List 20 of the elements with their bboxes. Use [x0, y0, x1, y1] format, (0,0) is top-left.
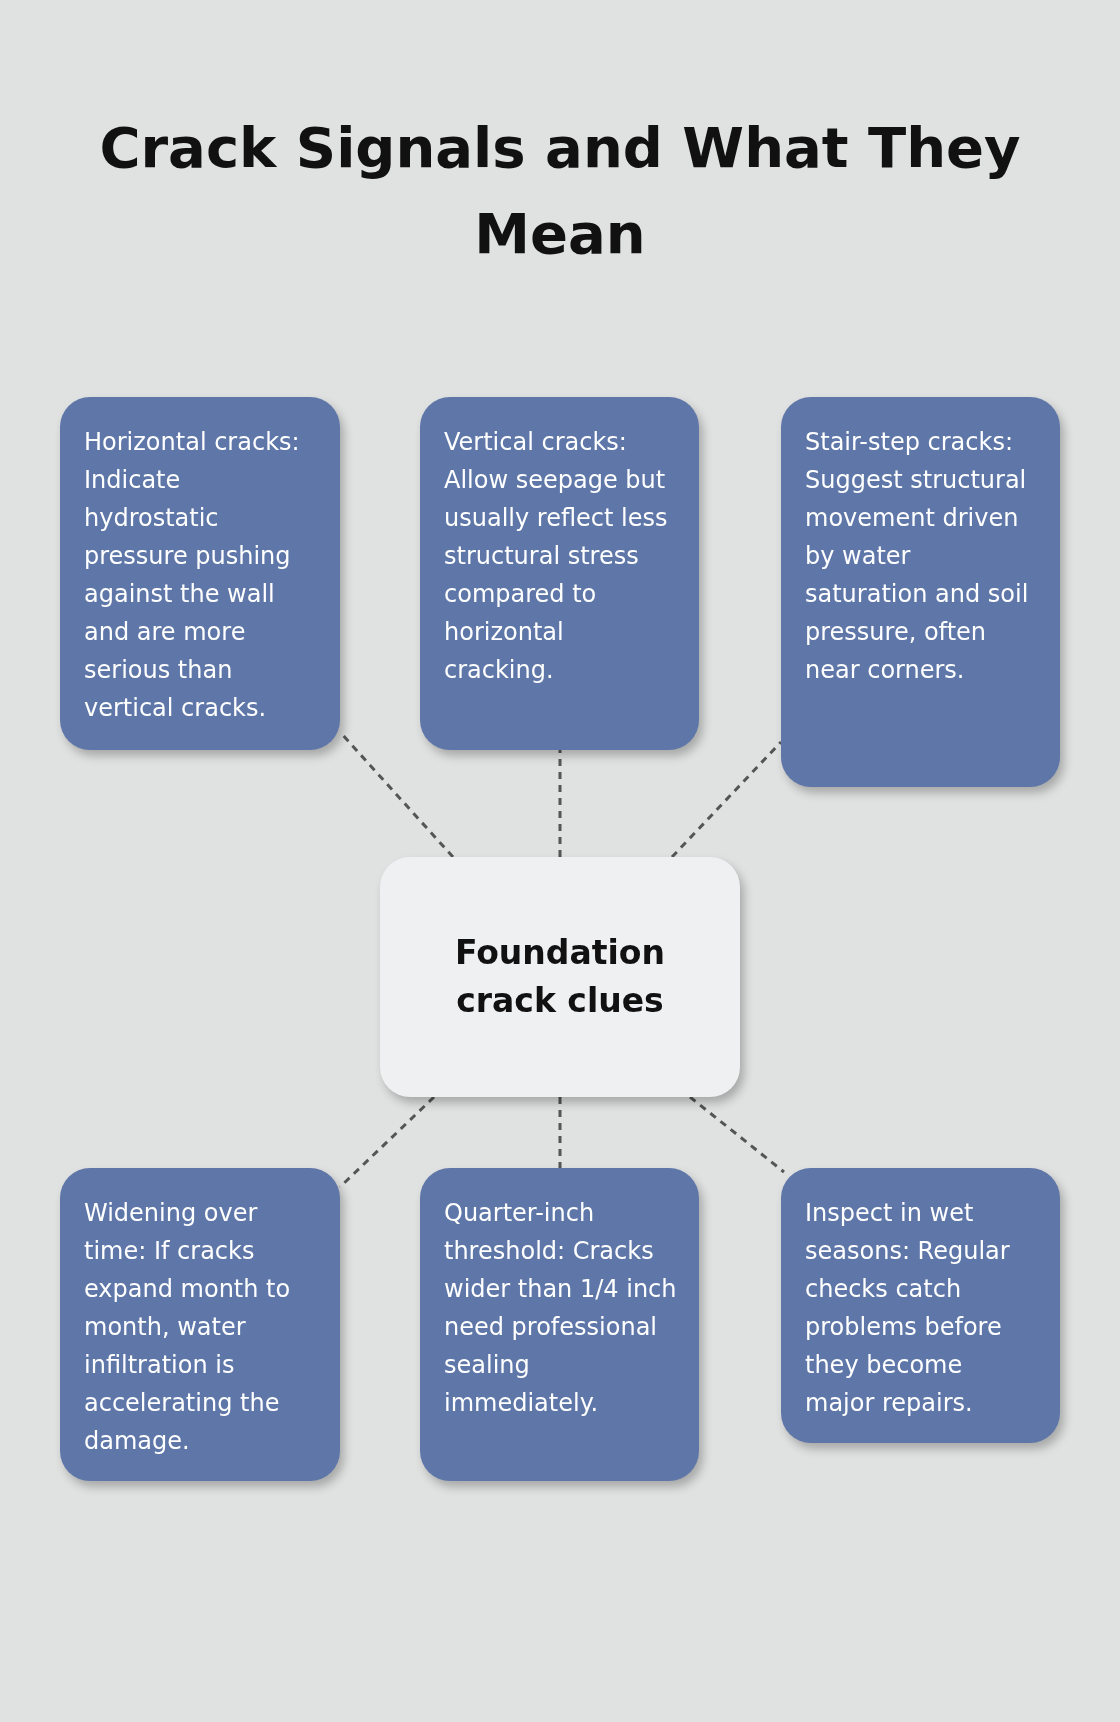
title: Crack Signals and What They Mean [98, 114, 1022, 268]
connector-line [689, 1095, 785, 1174]
box-text: Stair-step cracks: Suggest structural movement driven by water saturation and soil pressure, often near corners. [805, 428, 1029, 684]
central-box [380, 857, 740, 1097]
info-box [781, 397, 1060, 787]
connector-line [558, 750, 562, 857]
info-box [60, 1168, 340, 1481]
connector-line [558, 1097, 562, 1168]
info-box [420, 397, 699, 750]
box-text: Vertical cracks: Allow seepage but usually reflect less structural stress compared to horizontal cracking. [444, 428, 668, 684]
info-box [781, 1168, 1060, 1443]
info-box [60, 397, 340, 750]
box-text: Horizontal cracks: Indicate hydrostatic pressure pushing against the wall and are more serious than vertical cracks. [84, 428, 300, 722]
connector-line [670, 740, 783, 859]
box-text: Foundation crack clues [454, 932, 666, 1022]
box-text: Widening over time: If cracks expand month to month, water infiltration is accelerating the damage. [84, 1199, 291, 1455]
connector-line [338, 1095, 436, 1189]
info-box [420, 1168, 699, 1481]
box-text: Inspect in wet seasons: Regular checks catch problems before they become major repairs. [805, 1199, 1010, 1417]
box-text: Quarter-inch threshold: Cracks wider than 1/4 inch need professional sealing immediately. [444, 1199, 677, 1417]
